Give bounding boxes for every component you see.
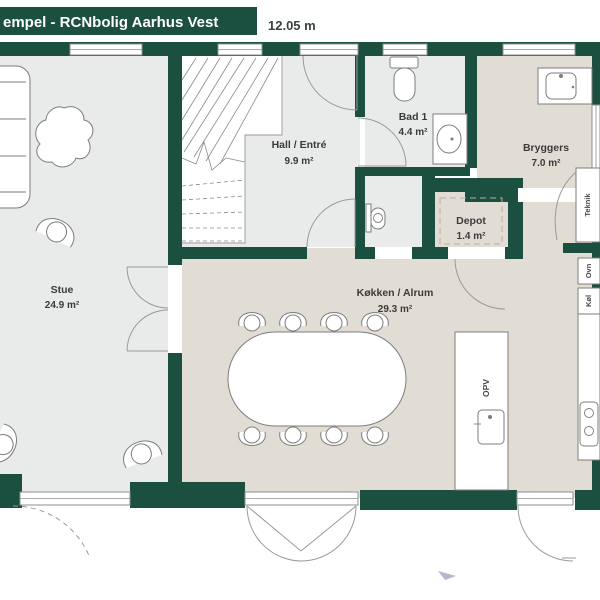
stair-break-line <box>181 140 246 171</box>
wall-bryggers-bottom <box>465 188 518 202</box>
bryggers-label: Bryggers <box>523 142 569 154</box>
french-door-arc-right <box>300 505 357 562</box>
dining-chairs-bottom <box>238 426 389 446</box>
coffee-table <box>35 106 94 168</box>
depot-area: 1.4 m² <box>457 231 487 242</box>
bryggers-sink <box>545 72 577 100</box>
bryggers-drain <box>571 85 575 89</box>
dining-table <box>227 331 407 427</box>
stair-floor-upper <box>245 56 282 135</box>
oven-label: Ovn <box>584 263 593 278</box>
toilet-bowl <box>393 67 416 102</box>
kokken-area: 29.3 m² <box>378 304 413 315</box>
wall-stue-divider-lower <box>168 353 182 483</box>
depot-label: Depot <box>456 215 486 227</box>
sofa <box>0 65 31 209</box>
dining-chairs-top <box>238 312 389 332</box>
hall-label: Hall / Entré <box>272 139 327 151</box>
teknik-door-arc <box>554 171 577 241</box>
header-bar <box>0 7 257 35</box>
depot-door-opening <box>448 247 505 259</box>
stair-outline <box>182 56 283 244</box>
fridge-label: Køl <box>584 295 593 307</box>
stair-treads-upper <box>181 57 279 165</box>
wall-hall-bad-lower <box>355 167 365 247</box>
appliance-labels: Teknik Ovn Køl OPV <box>481 193 593 397</box>
wc-cistern <box>365 203 372 233</box>
width-dimension-label: 12.05 m <box>268 18 316 33</box>
bad1-label: Bad 1 <box>399 111 428 123</box>
windows <box>19 43 600 506</box>
bad1-fixtures <box>389 56 468 165</box>
teknik-label: Teknik <box>583 193 592 217</box>
wall-bottom-right-corner <box>575 490 600 510</box>
french-door-arc-left <box>246 505 302 562</box>
wall-hall-kitchen <box>182 247 307 259</box>
armchair-3 <box>123 440 163 469</box>
bryggers-door-opening <box>518 188 576 202</box>
room-labels: Stue 24.9 m² Hall / Entré 9.9 m² Bad 1 4… <box>45 111 569 315</box>
burner-2 <box>584 426 594 436</box>
wall-bottom-footing <box>130 482 245 508</box>
toilet-tank <box>389 56 419 69</box>
bryggers-faucet <box>559 74 563 78</box>
wall-wc-right <box>422 176 435 259</box>
cursor-arrow <box>438 571 456 580</box>
wall-stue-divider-upper <box>168 56 182 265</box>
armchair-2 <box>0 423 17 463</box>
header-title: empel - RCNbolig Aarhus Vest <box>3 14 218 31</box>
depot-overhead-dashed <box>439 197 503 245</box>
dishwasher-label: OPV <box>481 379 491 397</box>
french-door-leaf-left <box>246 505 302 552</box>
staircase <box>181 56 283 244</box>
right-door-arc <box>517 505 574 562</box>
wall-bad-bryggers <box>465 56 477 168</box>
bad1-area: 4.4 m² <box>399 127 429 138</box>
vanity-drain <box>450 137 454 141</box>
wall-bottom-left-corner <box>0 474 22 508</box>
door-swings <box>12 55 577 562</box>
burner-1 <box>584 408 594 418</box>
wall-bottom-mid <box>360 490 517 510</box>
bad1-door-arc <box>357 117 407 167</box>
patio-door-arc <box>12 505 91 559</box>
armchair-1 <box>35 218 75 248</box>
teknik-cabinet <box>575 167 600 243</box>
kokken-label: Køkken / Alrum <box>357 287 434 299</box>
wall-teknik-bottom <box>563 243 600 253</box>
hall-area: 9.9 m² <box>285 156 315 167</box>
hall-kitchen-door-arc <box>306 198 356 248</box>
wc-toilet-bowl <box>370 207 386 230</box>
header: empel - RCNbolig Aarhus Vest 12.05 m <box>0 7 316 35</box>
bryggers-fixtures <box>537 67 593 105</box>
entrance-door-arc <box>302 55 358 111</box>
bryggers-area: 7.0 m² <box>532 158 562 169</box>
vanity-basin <box>436 124 462 154</box>
kitchen-fixtures <box>454 167 600 491</box>
stue-furniture <box>0 65 163 469</box>
wall-bad-wc-divider <box>355 167 470 176</box>
wall-hall-bad-upper <box>355 56 365 117</box>
oven-cabinet <box>577 257 600 285</box>
depot-door-arc <box>454 258 506 310</box>
stair-floor-lower <box>182 56 245 243</box>
stue-door-arc-bottom <box>126 309 169 352</box>
wc-fixtures <box>365 203 386 233</box>
island-sink <box>477 409 505 445</box>
stue-door-arc-top <box>126 266 169 309</box>
island-faucet <box>488 415 492 419</box>
french-door-leaf-right <box>300 505 357 552</box>
wc-toilet-seat <box>373 213 383 223</box>
dining-set <box>227 312 407 446</box>
stue-label: Stue <box>51 284 74 296</box>
wc-door-opening <box>375 247 412 259</box>
stair-treads-lower <box>181 179 246 242</box>
stue-area: 24.9 m² <box>45 300 80 311</box>
